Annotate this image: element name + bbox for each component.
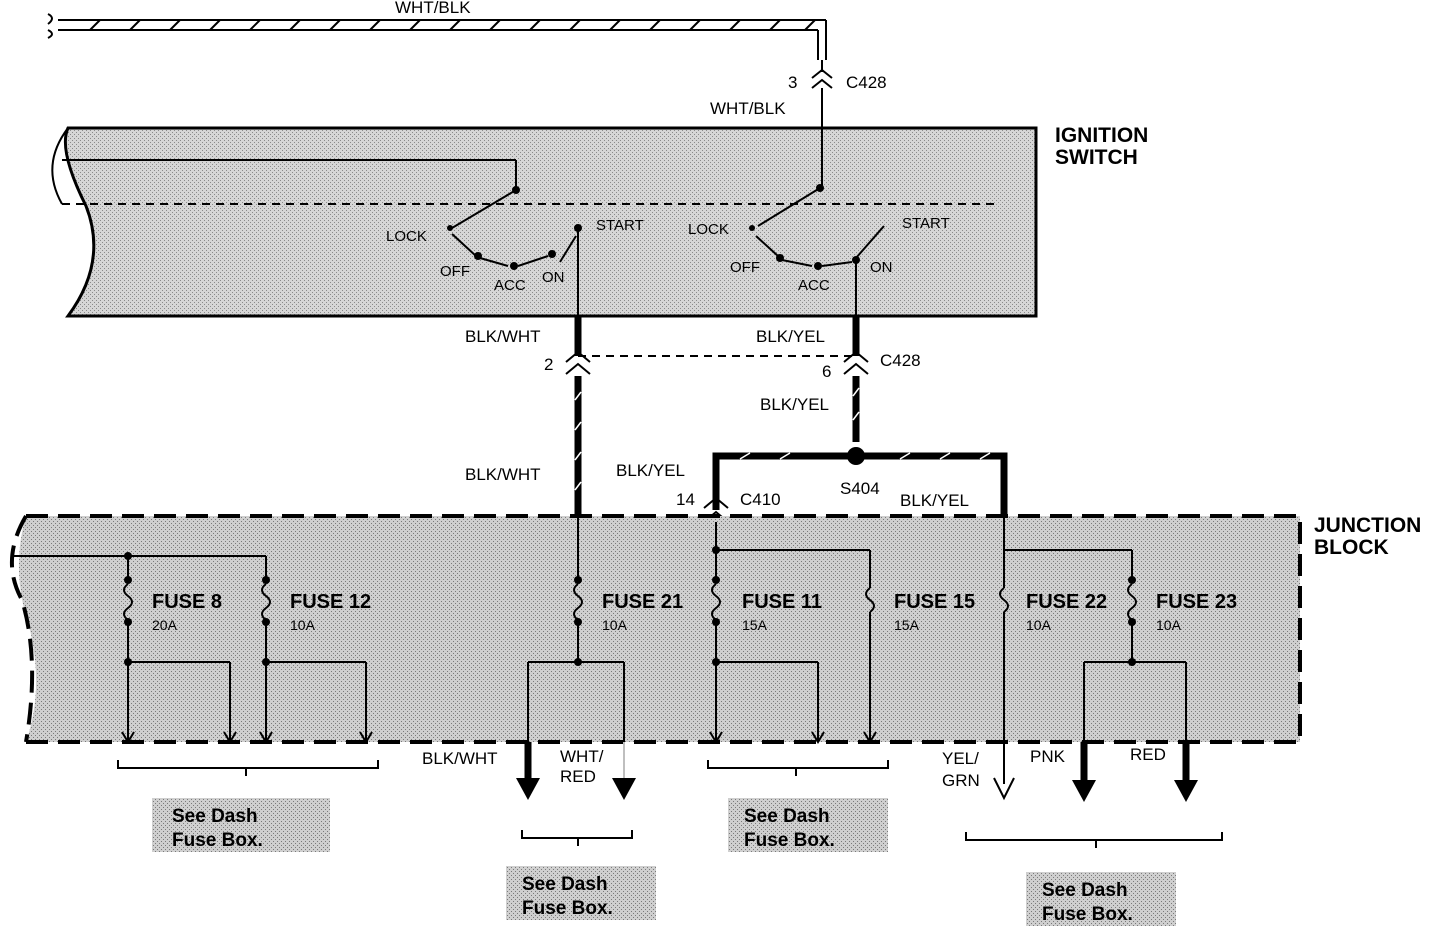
- note-1-line-1: See Dash: [172, 806, 258, 827]
- fuse-8-rating: 20A: [152, 617, 178, 633]
- fuse-11-name: FUSE 11: [742, 591, 822, 613]
- wire-label-top-wht-blk: WHT/BLK: [395, 0, 471, 17]
- wire-label-blk-yel-upper: BLK/YEL: [756, 327, 825, 346]
- c428-top-pin: 3: [788, 73, 797, 92]
- fuse-12-name: FUSE 12: [290, 591, 371, 613]
- output-label-wht-red-2: RED: [560, 767, 596, 786]
- output-label-yel-grn-1: YEL/: [942, 749, 979, 768]
- wire-blk-yel-mid: BLK/YEL: [760, 376, 860, 442]
- outputs-fuse-21: BLK/WHT WHT/ RED: [422, 742, 636, 800]
- top-wire-wht-blk: WHT/BLK: [47, 0, 827, 60]
- output-label-wht-red-1: WHT/: [560, 747, 604, 766]
- wire-label-blk-yel-mid: BLK/YEL: [760, 395, 829, 414]
- junction-block-title-1: JUNCTION: [1314, 514, 1421, 537]
- note-3: See Dash Fuse Box.: [728, 798, 888, 852]
- fuse-8-name: FUSE 8: [152, 591, 222, 613]
- ignition-switch-title-2: SWITCH: [1055, 146, 1138, 169]
- note-4-line-2: Fuse Box.: [1042, 904, 1133, 925]
- note-1: See Dash Fuse Box.: [152, 798, 330, 852]
- c428-bottom-label: C428: [880, 351, 921, 370]
- junction-block-title-2: BLOCK: [1314, 536, 1389, 559]
- connector-c428-bottom: BLK/WHT BLK/YEL 2 6 C428: [465, 316, 921, 381]
- fuse-12: FUSE 12 10A: [259, 556, 373, 744]
- fuse-11-rating: 15A: [742, 617, 768, 633]
- output-label-red: RED: [1130, 745, 1166, 764]
- fuse-11: FUSE 11 15A: [709, 522, 825, 744]
- fuse-23-rating: 10A: [1156, 617, 1182, 633]
- fuse-15-name: FUSE 15: [894, 591, 975, 613]
- ignition-switch-title-1: IGNITION: [1055, 124, 1148, 147]
- c428-top-label: C428: [846, 73, 887, 92]
- switch-left-lock: LOCK: [386, 228, 427, 245]
- note-2-line-2: Fuse Box.: [522, 898, 613, 919]
- wire-blk-wht-lower: BLK/WHT: [465, 376, 582, 516]
- outputs-fuse-22-23: YEL/ GRN PNK RED: [942, 742, 1198, 802]
- ignition-switch: IGNITION SWITCH LOCK OFF ACC ON START: [51, 124, 1148, 318]
- switch-left-off: OFF: [440, 263, 470, 280]
- switch-right-lock: LOCK: [688, 221, 729, 238]
- note-2-line-1: See Dash: [522, 874, 608, 895]
- switch-right-off: OFF: [730, 259, 760, 276]
- switch-right-acc: ACC: [798, 277, 830, 294]
- c428-pin-2: 2: [544, 355, 553, 374]
- note-3-line-1: See Dash: [744, 806, 830, 827]
- wire-label-c428-wht-blk: WHT/BLK: [710, 99, 786, 118]
- switch-right-on: ON: [870, 259, 893, 276]
- note-1-line-2: Fuse Box.: [172, 830, 263, 851]
- fuse-22: FUSE 22 10A: [999, 516, 1107, 742]
- c410-label: C410: [740, 490, 781, 509]
- fuse-21-name: FUSE 21: [602, 591, 683, 613]
- ignition-switch-right-section: LOCK OFF ACC ON START: [688, 128, 950, 316]
- connector-c428-top: 3 C428 WHT/BLK: [710, 60, 887, 128]
- fuse-23-name: FUSE 23: [1156, 591, 1237, 613]
- c428-pin-6: 6: [822, 362, 831, 381]
- fuse-15: FUSE 15 15A: [863, 550, 975, 744]
- braces: [117, 760, 1223, 848]
- fuse-22-rating: 10A: [1026, 617, 1052, 633]
- c410-pin: 14: [676, 490, 695, 509]
- output-label-pnk: PNK: [1030, 747, 1066, 766]
- fuse-21: FUSE 21 10A: [527, 516, 683, 742]
- note-4-line-1: See Dash: [1042, 880, 1128, 901]
- output-label-yel-grn-2: GRN: [942, 771, 980, 790]
- s404-label: S404: [840, 479, 880, 498]
- switch-left-acc: ACC: [494, 277, 526, 294]
- switch-left-start: START: [596, 217, 644, 234]
- note-4: See Dash Fuse Box.: [1026, 872, 1176, 926]
- fuse-15-rating: 15A: [894, 617, 920, 633]
- output-label-blk-wht: BLK/WHT: [422, 749, 498, 768]
- wire-label-blk-wht-upper: BLK/WHT: [465, 327, 541, 346]
- fuse-23: FUSE 23 10A: [1083, 550, 1237, 742]
- wire-label-blk-yel-right: BLK/YEL: [900, 491, 969, 510]
- switch-left-on: ON: [542, 269, 565, 286]
- wire-label-blk-wht-lower: BLK/WHT: [465, 465, 541, 484]
- note-2: See Dash Fuse Box.: [506, 866, 656, 920]
- fuse-21-rating: 10A: [602, 617, 628, 633]
- switch-right-start: START: [902, 215, 950, 232]
- fuse-8: FUSE 8 20A: [121, 552, 237, 744]
- fuse-22-name: FUSE 22: [1026, 591, 1107, 613]
- fuse-12-rating: 10A: [290, 617, 316, 633]
- junction-block: JUNCTION BLOCK FUSE 8 20A: [10, 514, 1421, 744]
- wire-label-blk-yel-left: BLK/YEL: [616, 461, 685, 480]
- ignition-switch-left-section: LOCK OFF ACC ON START: [386, 186, 644, 316]
- splice-s404: S404 BLK/YEL BLK/YEL: [616, 447, 1008, 516]
- note-3-line-2: Fuse Box.: [744, 830, 835, 851]
